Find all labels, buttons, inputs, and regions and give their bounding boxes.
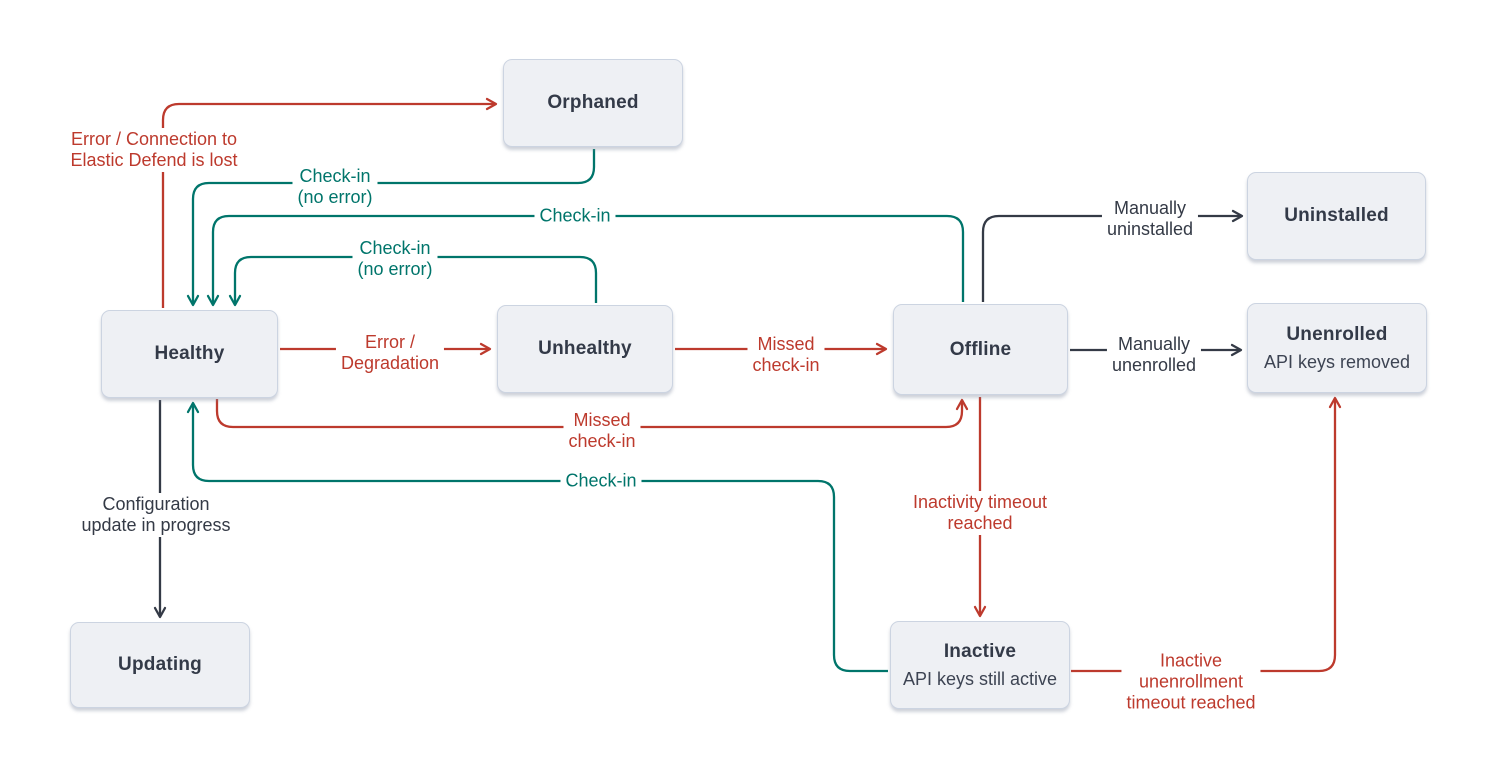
edge-offline-to-uninstalled <box>981 209 1244 302</box>
edge-label-checkin-offline: Check-in <box>534 204 616 228</box>
edge-label-missed-checkin-unhealthy: Missed check-in <box>747 333 825 377</box>
node-inactive-title: Inactive <box>943 640 1017 662</box>
node-updating: Updating <box>70 622 250 708</box>
edge-label-error-connection-lost: Error / Connection to Elastic Defend is … <box>65 128 243 172</box>
edge-label-manually-uninstalled: Manually uninstalled <box>1101 197 1199 241</box>
edge-inactive-to-unenrolled <box>1071 396 1342 673</box>
node-unenrolled: Unenrolled API keys removed <box>1247 303 1427 393</box>
node-orphaned: Orphaned <box>503 59 683 147</box>
node-unhealthy-title: Unhealthy <box>538 338 632 359</box>
edge-label-configuration-update: Configuration update in progress <box>76 493 236 537</box>
edge-inactive-to-healthy <box>186 401 888 673</box>
edge-label-checkin-inactive: Check-in <box>560 469 642 493</box>
node-unenrolled-subtitle: API keys removed <box>1263 351 1411 372</box>
node-uninstalled: Uninstalled <box>1247 172 1426 260</box>
node-updating-title: Updating <box>118 654 202 675</box>
edge-label-checkin-no-error-orphaned: Check-in (no error) <box>292 165 378 209</box>
node-healthy-title: Healthy <box>154 343 225 364</box>
node-inactive: Inactive API keys still active <box>890 621 1070 709</box>
node-unhealthy: Unhealthy <box>497 305 673 393</box>
edge-orphaned-to-healthy <box>186 149 596 307</box>
edge-label-manually-unenrolled: Manually unenrolled <box>1106 333 1202 377</box>
node-offline: Offline <box>893 304 1068 395</box>
node-healthy: Healthy <box>101 310 278 398</box>
node-inactive-subtitle: API keys still active <box>902 668 1058 689</box>
node-orphaned-title: Orphaned <box>547 92 639 113</box>
edge-label-inactivity-timeout: Inactivity timeout reached <box>907 491 1053 535</box>
edge-label-checkin-no-error-unhealthy: Check-in (no error) <box>352 237 438 281</box>
edge-label-error-degradation: Error / Degradation <box>335 331 445 375</box>
node-uninstalled-title: Uninstalled <box>1284 205 1389 226</box>
edge-healthy-to-orphaned <box>161 97 498 308</box>
edge-label-inactive-unenrollment-timeout: Inactive unenrollment timeout reached <box>1121 649 1261 715</box>
node-unenrolled-title: Unenrolled <box>1286 323 1388 345</box>
node-offline-title: Offline <box>949 338 1012 360</box>
edge-offline-to-healthy <box>206 214 965 307</box>
edge-label-missed-checkin-healthy: Missed check-in <box>563 409 641 453</box>
